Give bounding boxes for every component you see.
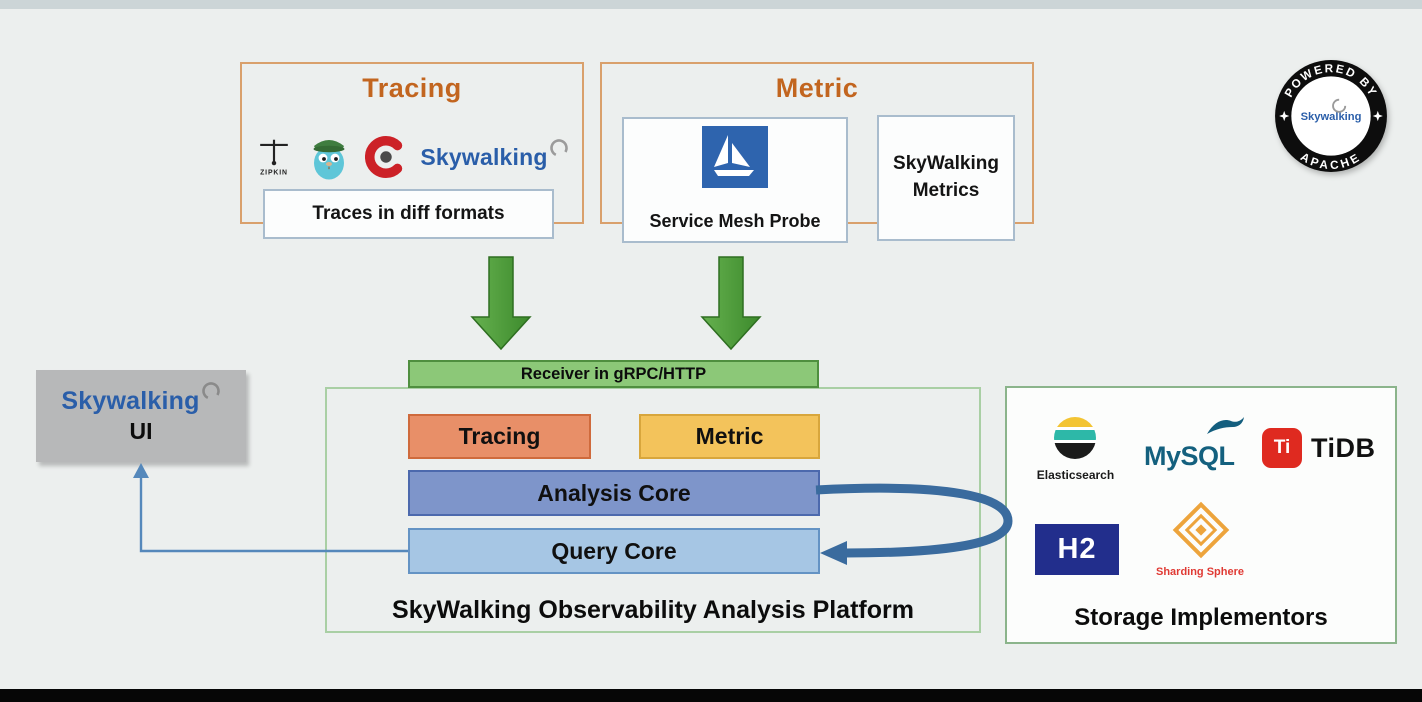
badge-star-left <box>1279 110 1290 122</box>
sharding-sphere-diamond-icon <box>1172 501 1230 559</box>
skywalking-logo: Skywalking <box>420 138 568 171</box>
elasticsearch-cluster-icon <box>1054 417 1096 459</box>
skywalking-swoosh-icon <box>201 382 220 400</box>
browser-chrome-strip <box>0 0 1422 9</box>
badge-center-brand: Skywalking <box>1301 111 1362 123</box>
skywalking-metrics-line1: SkyWalking <box>893 153 999 175</box>
metric-section-title: Metric <box>775 73 859 103</box>
red-c-ring-icon <box>365 136 403 178</box>
analysis-core-chip: Analysis Core <box>408 470 820 516</box>
tidb-mark-icon: Ti <box>1262 428 1302 468</box>
receiver-bar: Receiver in gRPC/HTTP <box>408 360 819 388</box>
metric-flow-arrow <box>700 256 762 351</box>
ui-skywalking-logo: Skywalking <box>61 382 220 416</box>
tracing-section-title: Tracing <box>362 73 462 103</box>
mysql-logo: MySQL <box>1142 416 1248 474</box>
mysql-label: MySQL <box>1144 441 1235 471</box>
storage-title: Storage Implementors <box>1074 604 1328 631</box>
tidb-label: TiDB <box>1311 432 1376 463</box>
sharding-sphere-label: Sharding Sphere <box>1155 566 1245 578</box>
istio-sailboat-icon <box>702 126 768 188</box>
ui-skywalking-logo-text: Skywalking <box>61 387 200 415</box>
powered-by-apache-badge: POWERED BY APACHE Skywalking <box>1275 60 1387 172</box>
mysql-dolphin-icon <box>1207 417 1244 434</box>
elasticsearch-label: Elasticsearch <box>1036 468 1115 482</box>
ui-panel-label: UI <box>129 418 153 444</box>
tracing-agent-icons-row: ZIPKIN Skywalking <box>252 128 572 186</box>
traces-formats-label: Traces in diff formats <box>263 189 554 239</box>
tidb-logo: Ti TiDB <box>1262 428 1376 468</box>
go-gopher-icon <box>313 140 345 180</box>
query-core-chip: Query Core <box>408 528 820 574</box>
query-ui-arrowhead <box>133 463 149 478</box>
letterbox-bar <box>0 689 1422 702</box>
h2-logo: H2 <box>1035 524 1119 575</box>
skywalking-metrics-card: SkyWalking Metrics <box>877 115 1015 241</box>
tracing-flow-arrow <box>470 256 532 351</box>
platform-metric-chip: Metric <box>639 414 820 459</box>
service-mesh-probe-label: Service Mesh Probe <box>649 211 821 231</box>
zipkin-icon: ZIPKIN <box>260 139 289 176</box>
zipkin-label: ZIPKIN <box>260 169 288 176</box>
skywalking-metrics-line2: Metrics <box>912 180 980 201</box>
skywalking-ui-panel: Skywalking UI <box>36 370 246 462</box>
platform-title: SkyWalking Observability Analysis Platfo… <box>392 596 914 624</box>
badge-swoosh <box>1332 98 1347 113</box>
skywalking-swoosh-icon <box>549 138 568 157</box>
platform-tracing-chip: Tracing <box>408 414 591 459</box>
service-mesh-probe-card: Service Mesh Probe <box>622 117 848 243</box>
badge-star-right <box>1372 110 1383 122</box>
skywalking-logo-text: Skywalking <box>420 143 548 170</box>
